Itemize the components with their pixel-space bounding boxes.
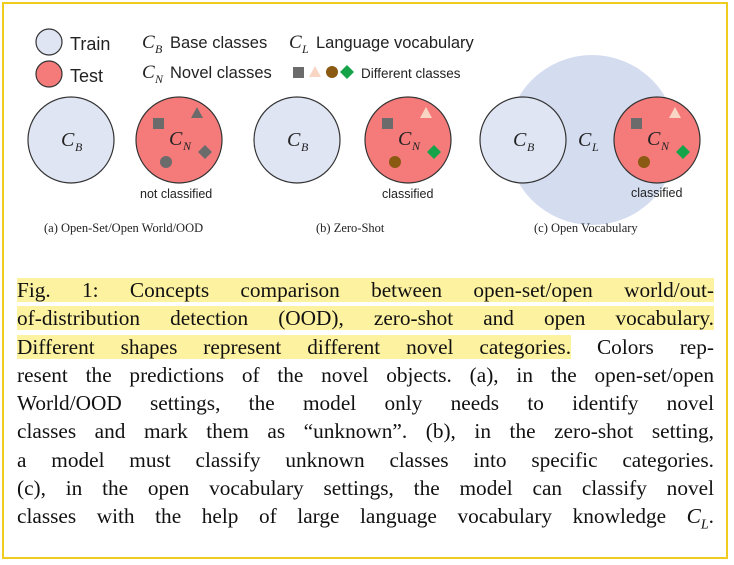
panel-open-vocabulary: C B C L C N classified (c) Open Vocabula… (479, 55, 701, 235)
legend-test-swatch (35, 60, 63, 88)
caption-line: Fig. 1: Concepts comparison between open… (17, 276, 714, 304)
panel-status: classified (631, 186, 682, 200)
legend-shapes: Different classes (293, 65, 461, 81)
figure-diagram: Train Test C B Base classes C L Language… (27, 28, 701, 235)
caption-highlight: of-distribution detection (OOD), zero-sh… (17, 306, 714, 331)
svg-text:C: C (61, 129, 75, 151)
circle-icon (160, 156, 172, 168)
square-icon (382, 118, 393, 129)
caption-line: resent the predictions of the novel obje… (17, 362, 714, 387)
svg-text:C: C (142, 32, 155, 53)
svg-text:C: C (647, 128, 661, 150)
language-vocabulary-circle (507, 55, 677, 225)
legend-novel-classes: C N Novel classes (142, 62, 272, 86)
svg-text:Language vocabulary: Language vocabulary (316, 34, 475, 52)
caption-line: a model must classify unknown classes in… (17, 447, 714, 472)
svg-text:C: C (142, 62, 155, 83)
svg-text:C: C (513, 129, 527, 151)
diamond-icon (340, 65, 354, 79)
square-icon (293, 67, 304, 78)
svg-text:Base classes: Base classes (170, 34, 267, 52)
triangle-icon (669, 107, 681, 118)
svg-text:B: B (75, 140, 83, 154)
svg-text:B: B (527, 140, 535, 154)
caption-line: classes and mark them as “unknown”. (b),… (17, 419, 714, 444)
caption-line: World/OOD settings, the model only needs… (17, 391, 714, 416)
caption-math: C (686, 504, 701, 529)
svg-text:B: B (155, 42, 163, 56)
svg-text:N: N (154, 72, 164, 86)
svg-text:L: L (301, 42, 309, 56)
panel-caption: (c) Open Vocabulary (534, 221, 638, 235)
svg-text:N: N (411, 139, 421, 153)
panel-caption: (b) Zero-Shot (316, 221, 385, 235)
triangle-icon (309, 66, 321, 77)
panel-open-set: C B C N not classified (a) Open-Set/Open… (27, 96, 223, 235)
svg-text:Novel classes: Novel classes (170, 64, 272, 82)
legend-language-vocabulary: C L Language vocabulary (289, 32, 475, 56)
caption-line: Different shapes represent different nov… (17, 333, 714, 361)
svg-text:N: N (182, 139, 192, 153)
figure-frame: Train Test C B Base classes C L Language… (2, 2, 728, 559)
legend-train-label: Train (70, 34, 110, 54)
legend-base-classes: C B Base classes (142, 32, 267, 56)
caption-line: classes with the help of large language … (17, 504, 714, 533)
triangle-icon (191, 107, 203, 118)
svg-text:C: C (289, 32, 302, 53)
caption-text: Colors rep- (571, 334, 714, 359)
svg-text:C: C (287, 129, 301, 151)
caption-line: of-distribution detection (OOD), zero-sh… (17, 304, 714, 332)
legend-test-label: Test (70, 66, 103, 86)
circle-icon (326, 66, 338, 78)
caption-highlight: Fig. 1: Concepts comparison between open… (17, 278, 714, 302)
legend-train-swatch (35, 28, 63, 56)
panel-status: classified (382, 187, 433, 201)
panel-caption: (a) Open-Set/Open World/OOD (44, 221, 203, 235)
panel-zero-shot: C B C N classified (b) Zero-Shot (253, 96, 452, 235)
svg-text:C: C (398, 128, 412, 150)
square-icon (631, 118, 642, 129)
diamond-icon (676, 145, 690, 159)
caption-highlight: Different shapes represent different nov… (17, 334, 572, 359)
diamond-icon (198, 145, 212, 159)
panel-status: not classified (140, 187, 212, 201)
figure-caption: Fig. 1: Concepts comparison between open… (17, 276, 714, 540)
circle-icon (389, 156, 401, 168)
svg-text:B: B (301, 140, 309, 154)
square-icon (153, 118, 164, 129)
legend-shapes-label: Different classes (361, 66, 461, 81)
circle-icon (638, 156, 650, 168)
caption-line: (c), in the open vocabulary settings, th… (17, 476, 714, 501)
diamond-icon (427, 145, 441, 159)
svg-text:L: L (591, 140, 599, 154)
base-classes-circle (479, 96, 567, 184)
triangle-icon (420, 107, 432, 118)
base-classes-circle (27, 96, 115, 184)
svg-text:N: N (660, 139, 670, 153)
svg-text:C: C (169, 128, 183, 150)
base-classes-circle (253, 96, 341, 184)
svg-text:C: C (578, 129, 592, 151)
